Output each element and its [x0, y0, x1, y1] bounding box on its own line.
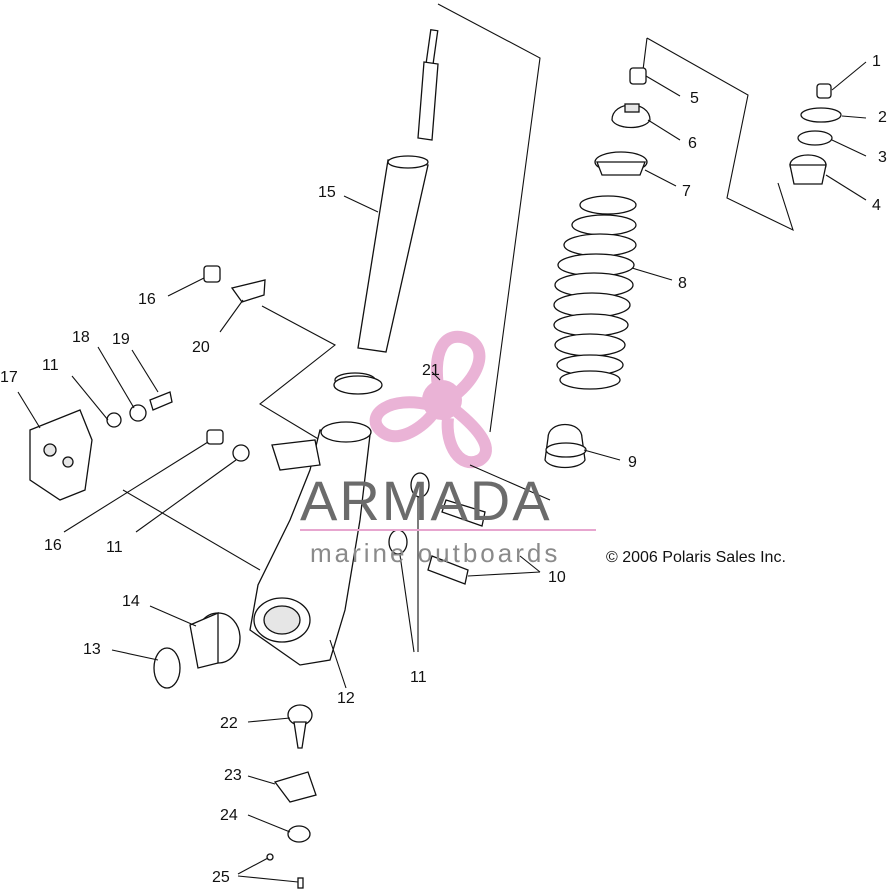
callout-21: 21 — [422, 362, 440, 379]
callout-1: 1 — [872, 53, 881, 70]
tie-rod-end-stack — [266, 704, 317, 889]
bearing-and-snap-ring — [153, 612, 241, 689]
callout-8: 8 — [678, 275, 687, 292]
shock-absorber — [357, 29, 439, 353]
strut-knuckle — [249, 372, 376, 666]
callout-10: 10 — [548, 569, 566, 586]
callout-25: 25 — [212, 869, 230, 886]
callout-14: 14 — [122, 593, 140, 610]
callout-20: 20 — [192, 339, 210, 356]
callout-17: 17 — [0, 369, 18, 386]
callout-18: 18 — [72, 329, 90, 346]
watermark-tagline: marine outboards — [310, 538, 560, 568]
callout-11-right: 11 — [410, 669, 427, 686]
callout-5: 5 — [690, 90, 699, 107]
copyright-notice: © 2006 Polaris Sales Inc. — [606, 549, 786, 566]
spring-retainer-stack — [594, 67, 651, 176]
callout-15: 15 — [318, 184, 336, 201]
callout-leaders — [17, 61, 867, 883]
small-hardware — [106, 265, 486, 585]
callout-3: 3 — [878, 149, 887, 166]
callout-9: 9 — [628, 454, 637, 471]
brake-caliper — [29, 409, 93, 501]
callout-23: 23 — [224, 767, 242, 784]
callout-22: 22 — [220, 715, 238, 732]
top-mount-hardware — [789, 83, 842, 185]
callout-11-left: 11 — [42, 357, 59, 374]
callout-12: 12 — [337, 690, 355, 707]
callout-19: 19 — [112, 331, 130, 348]
bump-stop — [544, 424, 587, 469]
callout-13: 13 — [83, 641, 101, 658]
leader-lines — [122, 3, 794, 571]
callout-11-mid: 11 — [106, 539, 123, 556]
coil-spring — [553, 195, 637, 390]
watermark-brand: ARMADA — [300, 469, 552, 532]
propeller-logo-icon — [369, 330, 492, 469]
callout-4: 4 — [872, 197, 881, 214]
callout-2: 2 — [878, 109, 887, 126]
callout-6: 6 — [688, 135, 697, 152]
callout-16-top: 16 — [138, 291, 156, 308]
callout-7: 7 — [682, 183, 691, 200]
callout-16-bottom: 16 — [44, 537, 62, 554]
callout-24: 24 — [220, 807, 238, 824]
